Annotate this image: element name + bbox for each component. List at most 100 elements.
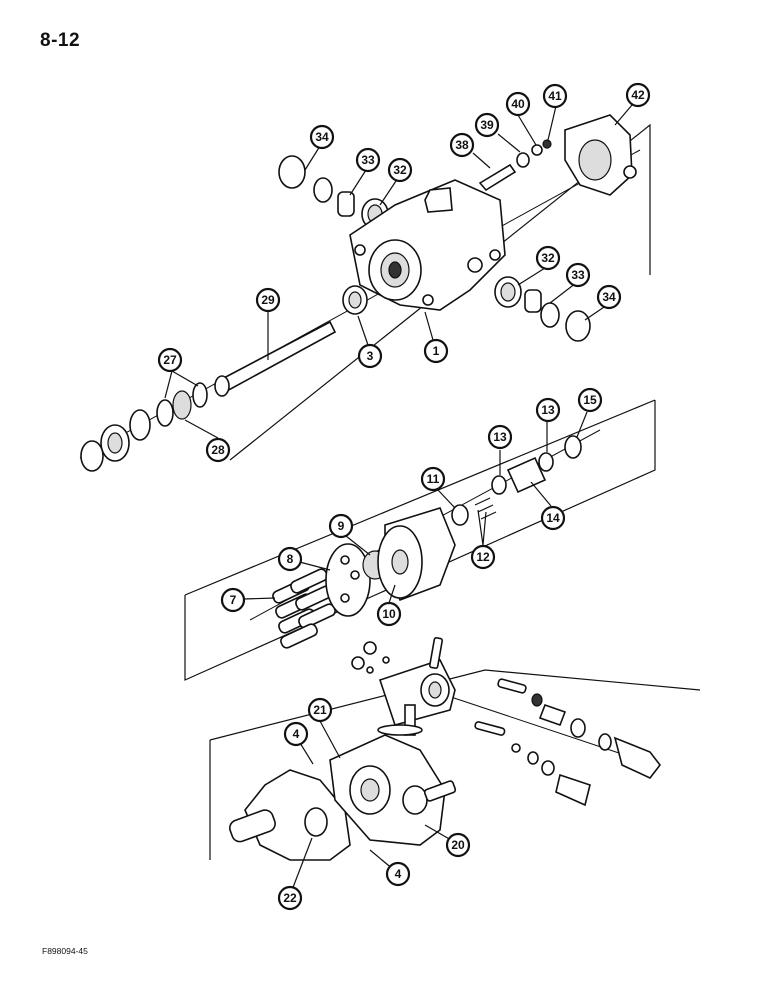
compensator-gasket [377, 724, 423, 736]
callout-38: 38 [449, 132, 475, 158]
svg-text:12: 12 [476, 550, 490, 564]
oring-lower-2 [541, 760, 555, 776]
spool-39 [516, 152, 530, 168]
svg-text:33: 33 [571, 268, 585, 282]
shaft-seal-inner [107, 432, 123, 454]
svg-text:28: 28 [211, 443, 225, 457]
gasket [244, 769, 351, 861]
oring-small [366, 666, 374, 674]
callout-8: 8 [277, 546, 303, 572]
compensator-block-port-inner [428, 681, 442, 699]
svg-text:42: 42 [631, 88, 645, 102]
seal-33-left [337, 191, 355, 217]
retainer-plate-8 [325, 543, 371, 617]
svg-text:29: 29 [261, 293, 275, 307]
retainer-plate-8-hole [350, 570, 360, 580]
callout-12: 12 [470, 544, 496, 570]
svg-text:34: 34 [315, 130, 329, 144]
snap-ring-34-left [278, 155, 306, 189]
pin-12 [477, 504, 494, 513]
snap-ring-27a [192, 382, 208, 408]
callout-28: 28 [205, 437, 231, 463]
washer-11 [451, 504, 469, 526]
svg-text:9: 9 [338, 519, 345, 533]
svg-text:27: 27 [163, 353, 177, 367]
cap-screw [428, 637, 444, 669]
oring-upper [570, 718, 586, 738]
snap-ring-15 [564, 435, 582, 459]
bolt [423, 780, 457, 802]
nut [351, 656, 365, 670]
svg-text:4: 4 [395, 867, 402, 881]
callout-34-upper-left: 34 [309, 124, 335, 150]
spring-upper [538, 703, 567, 727]
snap-ring-34-right [565, 310, 591, 342]
pin-12 [480, 511, 497, 520]
svg-text:1: 1 [433, 344, 440, 358]
washer [129, 409, 151, 441]
callout-29: 29 [255, 287, 281, 313]
bearing-3-inner [348, 291, 362, 309]
bushing-22 [304, 807, 328, 837]
callout-41: 41 [542, 83, 568, 109]
callout-27: 27 [157, 347, 183, 373]
callout-10: 10 [376, 601, 402, 627]
washer-13-right [538, 452, 554, 472]
callout-22: 22 [277, 885, 303, 911]
svg-text:33: 33 [361, 153, 375, 167]
callout-1: 1 [423, 338, 449, 364]
nut [363, 641, 377, 655]
washer-13-left [491, 475, 507, 495]
svg-text:3: 3 [367, 349, 374, 363]
oring-upper-2 [598, 733, 612, 751]
callout-13-left: 13 [487, 424, 513, 450]
svg-text:7: 7 [230, 593, 237, 607]
svg-text:22: 22 [283, 891, 297, 905]
svg-text:14: 14 [546, 511, 560, 525]
valve-cover-42-plug [623, 165, 637, 179]
plug-lower [555, 773, 591, 807]
svg-text:11: 11 [427, 472, 440, 486]
adjuster-plug [613, 736, 662, 779]
svg-text:32: 32 [541, 251, 555, 265]
callout-20: 20 [445, 832, 471, 858]
rear-housing-20-port-side [402, 785, 428, 815]
svg-text:41: 41 [548, 89, 562, 103]
spool-upper [497, 678, 527, 694]
pin-12 [474, 497, 491, 506]
callout-7: 7 [220, 587, 246, 613]
seal-33-right [524, 289, 542, 313]
callout-11: 11 [420, 466, 446, 492]
svg-text:34: 34 [602, 290, 616, 304]
oring-lower [511, 743, 521, 753]
ball-41 [542, 139, 552, 149]
svg-text:21: 21 [313, 703, 327, 717]
spool-lower [474, 721, 506, 736]
section-rotating-group [184, 399, 656, 681]
callout-14: 14 [540, 505, 566, 531]
leader-lines [164, 104, 633, 891]
bearing-32-right-inner [500, 282, 516, 302]
snap-ring-27b [156, 399, 174, 427]
section-rear-housing [209, 637, 701, 861]
callout-32-upper-left: 32 [387, 157, 413, 183]
callout-15: 15 [577, 387, 603, 413]
callout-42: 42 [625, 82, 651, 108]
callout-33-right: 33 [565, 262, 591, 288]
frame-line-middle-top [184, 399, 656, 596]
cylinder-block-10-bore [391, 549, 409, 575]
spring-38 [478, 163, 517, 192]
callout-4-lower: 4 [385, 861, 411, 887]
callout-21: 21 [307, 697, 333, 723]
rear-housing-20-port-inner [360, 778, 380, 802]
callout-40: 40 [505, 91, 531, 117]
dowel-22 [229, 809, 276, 843]
oring-small [382, 656, 390, 664]
callouts: 34 33 32 38 39 40 41 42 [157, 82, 651, 911]
page-number: 8-12 [40, 30, 81, 51]
svg-text:13: 13 [493, 430, 507, 444]
svg-text:40: 40 [511, 97, 525, 111]
svg-text:15: 15 [583, 393, 597, 407]
oring-33-right [540, 302, 560, 328]
